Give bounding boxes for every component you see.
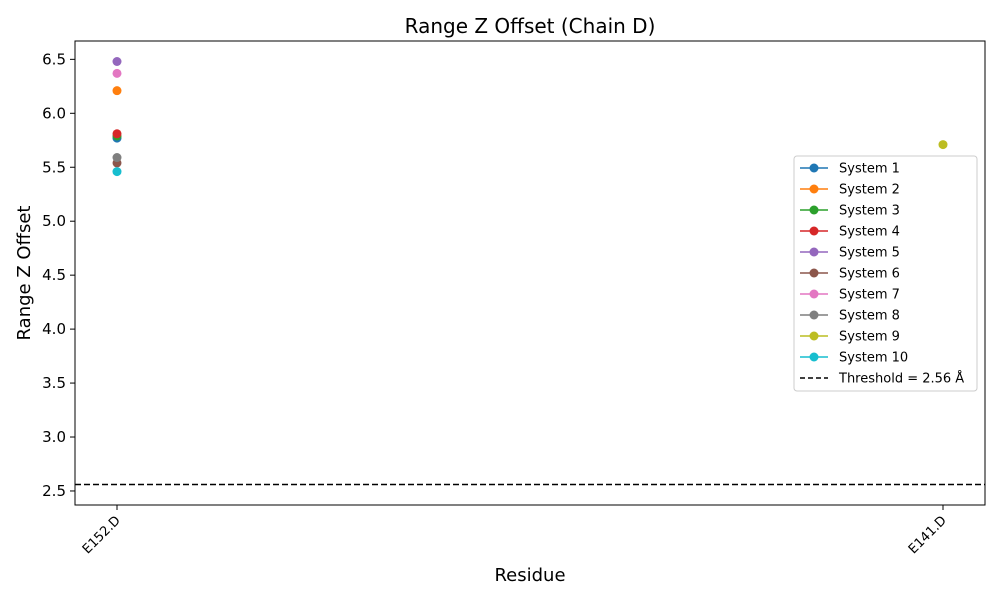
data-point (112, 57, 122, 67)
legend-label: System 4 (839, 225, 900, 240)
legend-label: System 1 (839, 162, 900, 177)
legend: System 1 System 2 System 3 System 4 System 5… (793, 155, 978, 392)
y-axis: 2.5 3.0 3.5 4.0 4.5 5.0 5.5 6.0 6.5 (42, 50, 75, 500)
legend-label: System 5 (839, 246, 900, 261)
legend-label: System 10 (839, 351, 908, 366)
y-tick-label: 5.5 (42, 158, 66, 176)
legend-label: System 7 (839, 288, 900, 303)
legend-label: System 6 (839, 267, 900, 282)
legend-label: System 9 (839, 330, 900, 345)
legend-marker (809, 247, 819, 257)
x-axis-label: Residue (494, 565, 565, 586)
data-point (112, 86, 122, 96)
data-point (938, 140, 948, 150)
y-tick-label: 6.5 (42, 50, 66, 68)
y-tick-label: 3.0 (42, 428, 66, 446)
legend-marker (809, 205, 819, 215)
legend-label: System 2 (839, 183, 900, 198)
data-point (112, 153, 122, 163)
plot-area (74, 40, 986, 506)
data-markers (112, 57, 948, 177)
data-point (112, 129, 122, 139)
legend-marker (809, 184, 819, 194)
y-tick-label: 2.5 (42, 482, 66, 500)
legend-marker (809, 268, 819, 278)
legend-label: System 3 (839, 204, 900, 219)
y-tick-label: 4.0 (42, 320, 66, 338)
data-point (112, 68, 122, 78)
legend-marker (809, 289, 819, 299)
legend-label: Threshold = 2.56 Å (838, 371, 964, 387)
legend-marker (809, 331, 819, 341)
legend-box (793, 155, 978, 392)
y-tick-label: 6.0 (42, 104, 66, 122)
y-axis-label: Range Z Offset (14, 206, 35, 341)
data-point (112, 167, 122, 177)
y-tick-label: 3.5 (42, 374, 66, 392)
legend-marker (809, 310, 819, 320)
legend-marker (809, 352, 819, 362)
axes-frame (74, 40, 986, 506)
legend-label: System 8 (839, 309, 900, 324)
y-tick-label: 4.5 (42, 266, 66, 284)
y-tick-label: 5.0 (42, 212, 66, 230)
chart-title: Range Z Offset (Chain D) (405, 14, 656, 38)
legend-marker (809, 226, 819, 236)
legend-marker (809, 163, 819, 173)
